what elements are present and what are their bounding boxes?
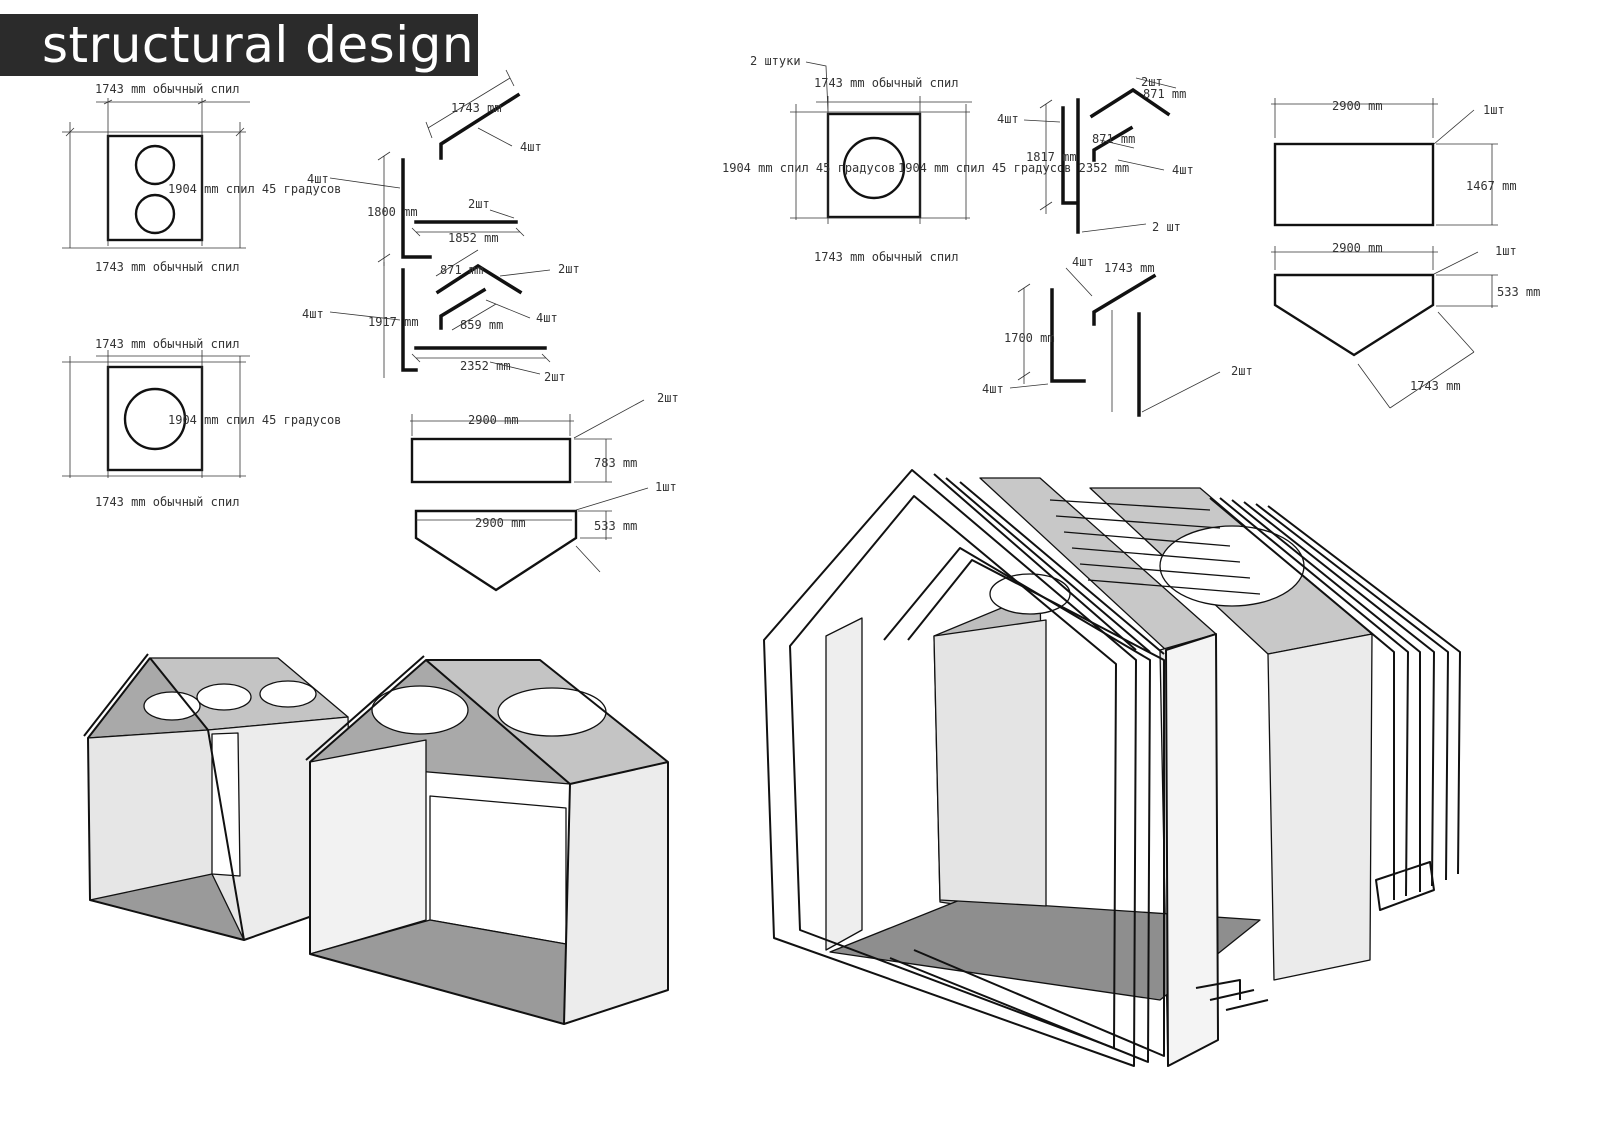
panel-a-bottom-label: 1743 mm обычный спил: [95, 260, 240, 274]
right-post-length: 1817 mm: [1026, 150, 1077, 164]
right-ridge2-length: 871 mm: [1092, 132, 1135, 146]
panel-a-drawing: [62, 98, 250, 249]
right-base-qty: 2 шт: [1152, 220, 1181, 234]
left-rafter-length: 1743 mm: [451, 101, 502, 115]
right-panel-side-right: 1904 mm спил 45 градусов 2352 mm: [898, 161, 1129, 175]
left-post-qty: 4шт: [307, 172, 329, 186]
left-beam2-length: 2352 mm: [460, 359, 511, 373]
page-title: structural design: [42, 16, 475, 74]
left-gable-qty: 1шт: [655, 480, 677, 494]
house-small-2: [305, 655, 669, 1025]
left-rafter-qty: 4шт: [520, 140, 542, 154]
right-panel-drawing: [790, 61, 972, 224]
title-bar: structural design: [0, 14, 478, 76]
left-beam-qty: 2шт: [468, 197, 490, 211]
right-panel-top-label: 1743 mm обычный спил: [814, 76, 959, 90]
right-ridge2-qty: 4шт: [1172, 163, 1194, 177]
right-panel-side-left: 1904 mm спил 45 градусов: [722, 161, 895, 175]
right-frame-parts: [1009, 77, 1221, 417]
left-sheets: [410, 399, 649, 592]
right-rafter-length: 1743 mm: [1104, 261, 1155, 275]
panel-b-drawing: [62, 350, 250, 478]
left-rect-height: 783 mm: [594, 456, 637, 470]
house-large-assembly: [763, 469, 1461, 1067]
panel-b-bottom-label: 1743 mm обычный спил: [95, 495, 240, 509]
left-gable-width: 2900 mm: [475, 516, 526, 530]
right-gable-height: 533 mm: [1497, 285, 1540, 299]
left-frame-parts: [329, 69, 551, 378]
left-beam2-qty: 2шт: [544, 370, 566, 384]
left-beam-length: 1852 mm: [448, 231, 499, 245]
right-rect-qty: 1шт: [1483, 103, 1505, 117]
panel-b-side-label: 1904 mm спил 45 градусов: [168, 413, 341, 427]
left-post-length: 1800 mm: [367, 205, 418, 219]
right-upright-qty: 2шт: [1231, 364, 1253, 378]
right-post2-qty: 4шт: [1072, 255, 1094, 269]
left-rect-qty: 2шт: [657, 391, 679, 405]
panel-a-side-label: 1904 mm спил 45 градусов: [168, 182, 341, 196]
right-post-qty: 4шт: [997, 112, 1019, 126]
left-gable-height: 533 mm: [594, 519, 637, 533]
left-ridge-length: 871 mm: [440, 263, 483, 277]
left-post2-length: 1917 mm: [368, 315, 419, 329]
left-post2-qty: 4шт: [302, 307, 324, 321]
right-rect-height: 1467 mm: [1466, 179, 1517, 193]
right-foot-qty: 4шт: [982, 382, 1004, 396]
left-brace-length: 859 mm: [460, 318, 503, 332]
right-rect-width: 2900 mm: [1332, 99, 1383, 113]
panel-a-top-label: 1743 mm обычный спил: [95, 82, 240, 96]
right-post2-length: 1700 mm: [1004, 331, 1055, 345]
right-gable-width: 2900 mm: [1332, 241, 1383, 255]
right-gable-qty: 1шт: [1495, 244, 1517, 258]
right-gable-slope: 1743 mm: [1410, 379, 1461, 393]
left-ridge-qty: 2шт: [558, 262, 580, 276]
left-rect-width: 2900 mm: [468, 413, 519, 427]
right-panel-bottom-label: 1743 mm обычный спил: [814, 250, 959, 264]
right-ridge-length: 871 mm: [1143, 87, 1186, 101]
panel-b-top-label: 1743 mm обычный спил: [95, 337, 240, 351]
right-ridge-top-qty: 2шт: [1141, 75, 1163, 89]
right-sheets: [1271, 98, 1498, 409]
left-brace-qty: 4шт: [536, 311, 558, 325]
right-panel-qty: 2 штуки: [750, 54, 801, 68]
